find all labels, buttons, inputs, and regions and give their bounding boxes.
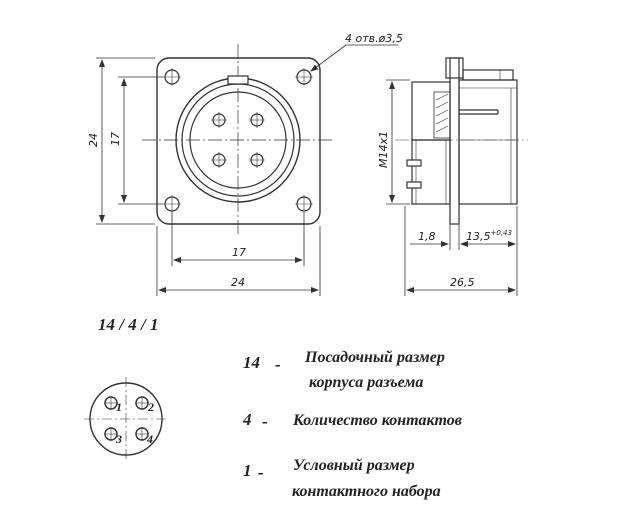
hole-note-text: 4 отв.ø3,5: [345, 32, 403, 45]
hole-note: 4 отв.ø3,5: [310, 32, 403, 72]
legend: 14 - Посадочный размер корпуса разъема 4…: [242, 349, 462, 500]
pin-layout: [84, 377, 168, 461]
pin-label-1: 1: [116, 400, 122, 414]
dim-height-outer: 24: [87, 133, 100, 147]
dim-body: 13,5+0,43: [466, 229, 512, 243]
dim-width-inner: 17: [232, 246, 246, 259]
legend-text-3a: Условный размер: [293, 457, 415, 474]
dim-flange: 1,8: [418, 230, 436, 243]
designation-code: 14 / 4 / 1: [98, 315, 158, 334]
side-flange: [449, 57, 460, 225]
legend-dash-1: -: [275, 355, 281, 374]
dim-total: 26,5: [450, 276, 475, 289]
side-front-body: [458, 79, 518, 205]
legend-text-3b: контактного набора: [292, 483, 441, 500]
legend-text-1b: корпуса разъема: [309, 374, 423, 391]
insert-ring: [189, 91, 287, 189]
dim-width-outer: 24: [231, 276, 245, 289]
legend-num-2: 4: [242, 410, 252, 429]
dim-height-inner: 17: [109, 132, 122, 146]
dim-body-tolerance: +0,43: [491, 229, 512, 237]
front-view: [142, 44, 335, 234]
legend-dash-2: -: [262, 412, 268, 431]
flange-outline: [156, 57, 321, 225]
pin-label-3: 3: [115, 432, 122, 446]
legend-text-1a: Посадочный размер: [304, 349, 445, 366]
pin-label-2: 2: [147, 400, 154, 414]
side-view: [395, 57, 528, 225]
key-slot: [227, 75, 249, 85]
side-dimensions: [386, 79, 518, 296]
legend-text-2a: Количество контактов: [292, 412, 462, 429]
front-pins: [211, 112, 265, 168]
legend-num-3: 1: [243, 461, 252, 480]
front-dimensions: [96, 57, 321, 296]
legend-num-1: 14: [243, 353, 260, 372]
pin-label-4: 4: [146, 432, 153, 446]
dim-body-value: 13,5: [466, 230, 491, 243]
side-rear-body: [411, 81, 451, 141]
legend-dash-3: -: [258, 463, 264, 482]
dim-thread: M14x1: [377, 131, 390, 168]
